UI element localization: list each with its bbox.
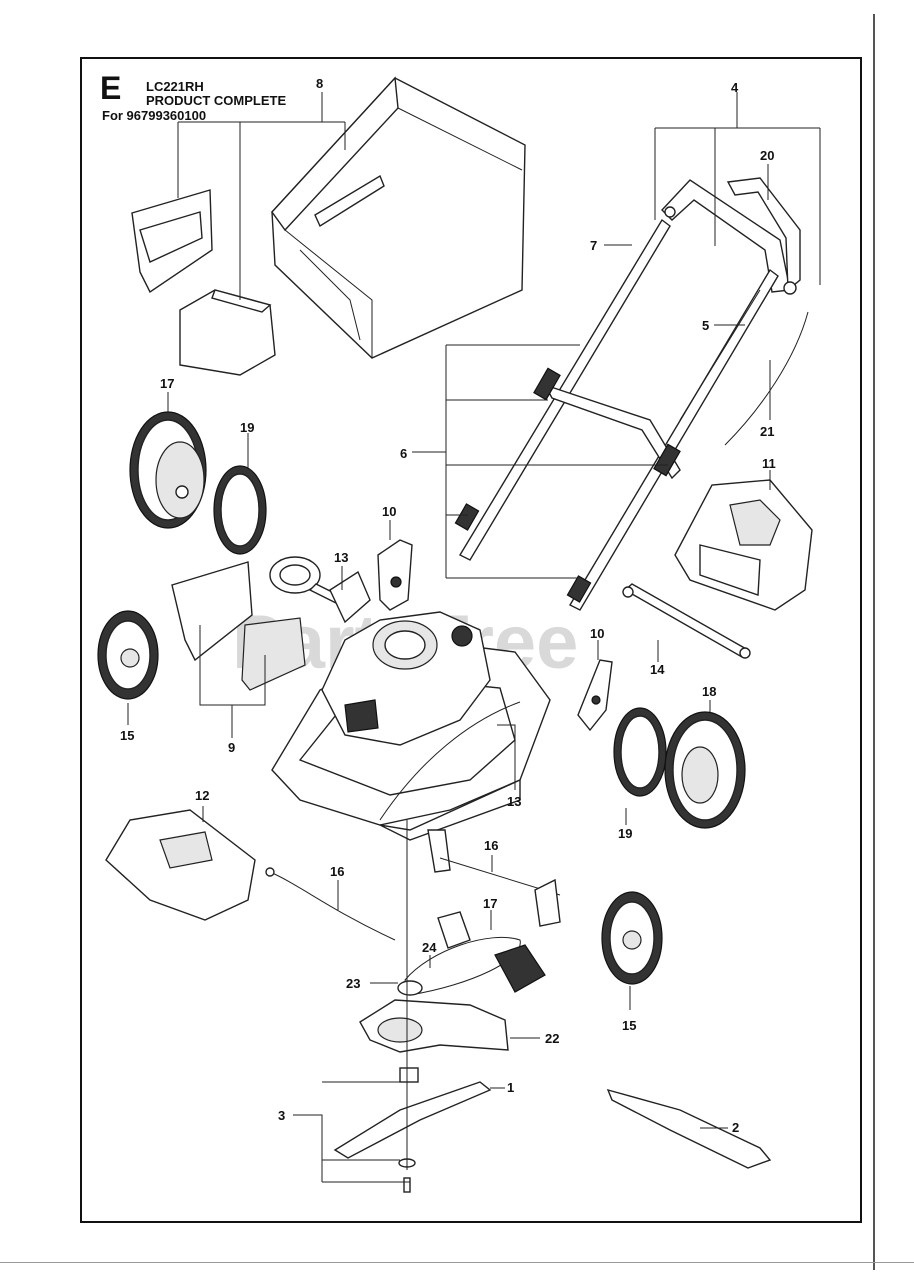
callout-11: 11: [762, 456, 776, 471]
callout-8: 8: [316, 76, 323, 91]
callout-24: 24: [422, 940, 437, 955]
front-left-wheel-part: [97, 610, 159, 700]
callout-3: 3: [278, 1108, 285, 1123]
front-right-wheel-part: [601, 891, 663, 985]
callout-5: 5: [702, 318, 709, 333]
spare-blade-part: [606, 1088, 772, 1169]
diagram-title: PRODUCT COMPLETE: [146, 93, 287, 108]
callout-19b: 19: [618, 826, 632, 841]
callout-22: 22: [545, 1031, 559, 1046]
section-letter: E: [100, 70, 122, 106]
height-lever-grip-part: [269, 556, 371, 624]
callout-6: 6: [400, 446, 407, 461]
callout-4: 4: [731, 80, 739, 95]
rear-left-wheel-part: [129, 411, 207, 529]
rear-axle-part: [622, 583, 751, 659]
mulch-cover-part: [171, 561, 306, 691]
blade-part: [333, 1067, 492, 1193]
callout-16b: 16: [484, 838, 498, 853]
drive-cable-part: [265, 867, 396, 941]
handle-lower-frame-part: [454, 218, 779, 611]
callout-9: 9: [228, 740, 235, 755]
callout-16a: 16: [330, 864, 344, 879]
callout-13a: 13: [334, 550, 348, 565]
callout-15a: 15: [120, 728, 134, 743]
drive-shaft-part: [427, 829, 561, 927]
blade-guard-part: [359, 999, 509, 1053]
callout-19a: 19: [240, 420, 254, 435]
front-cover-part: [105, 809, 256, 921]
handle-mid-bar-part: [679, 289, 761, 421]
callout-13b: 13: [507, 794, 521, 809]
diagram-frame: [80, 57, 862, 1223]
engine-cover-part: [674, 479, 813, 611]
deflector-chute-part: [179, 289, 276, 376]
callout-12: 12: [195, 788, 209, 803]
model-number: LC221RH: [146, 79, 204, 94]
control-cable-part: [724, 311, 809, 446]
height-lever-right-part: [577, 659, 613, 732]
handle-upper-part: [661, 177, 801, 295]
grass-bag-part: [271, 76, 526, 359]
height-lever-left-part: [377, 539, 413, 611]
rear-flap-part: [131, 189, 213, 294]
rear-right-wheel-part: [664, 711, 746, 829]
callout-14: 14: [650, 662, 665, 677]
callout-21: 21: [760, 424, 774, 439]
callout-1: 1: [507, 1080, 514, 1095]
callout-17a: 17: [160, 376, 174, 391]
callout-15b: 15: [622, 1018, 636, 1033]
callout-18: 17: [483, 896, 497, 911]
transmission-part: [437, 911, 546, 993]
callout-20: 20: [760, 148, 774, 163]
page-bottom-rule: [0, 1262, 914, 1263]
rear-left-hubcap-ring-part: [213, 465, 267, 555]
engine-part: [321, 611, 491, 746]
deck-handle-bar-part: [379, 701, 521, 821]
callout-2: 2: [732, 1120, 739, 1135]
callout-7: 7: [590, 238, 597, 253]
callout-17b: 18: [702, 684, 716, 699]
for-serial: For 96799360100: [102, 108, 207, 123]
callout-10b: 10: [590, 626, 604, 641]
pulley-part: [397, 980, 423, 996]
callout-23: 23: [346, 976, 360, 991]
callout-10a: 10: [382, 504, 396, 519]
drive-belt-part: [404, 936, 521, 996]
rear-right-hubcap-ring-part: [613, 707, 667, 797]
page-right-rule: [873, 14, 875, 1270]
